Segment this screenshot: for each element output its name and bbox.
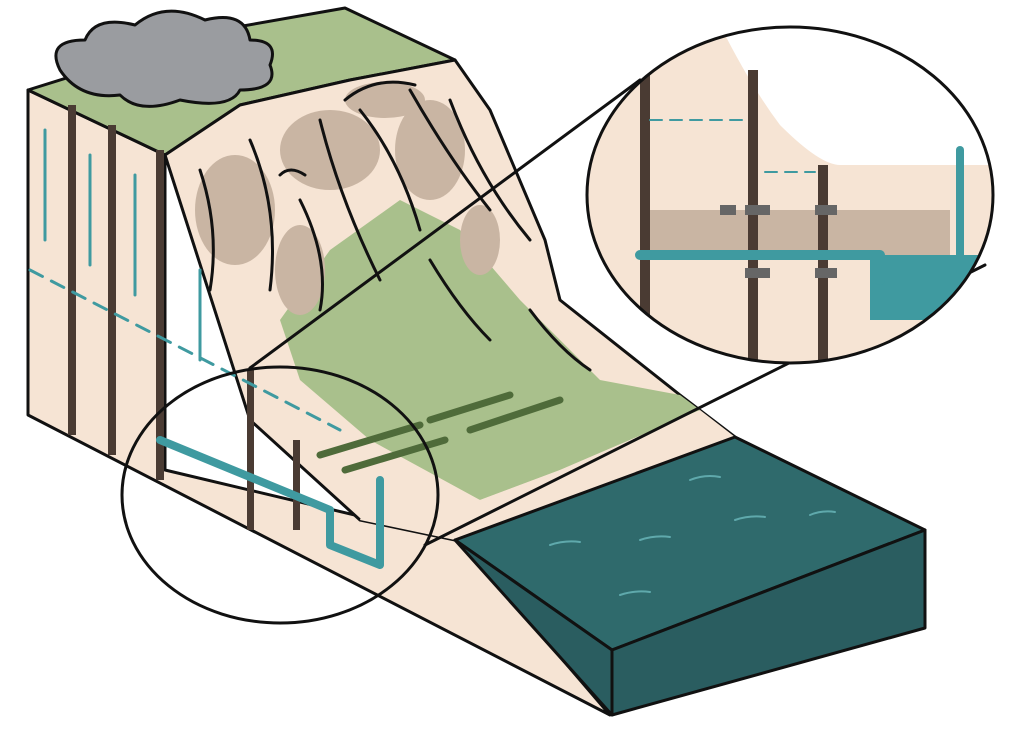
rock-patches [195,82,500,315]
drainage-pipe [156,436,384,569]
support-posts [68,105,300,530]
callout-connector-top [248,78,642,370]
callout-magnified [585,25,995,365]
callout-small [120,365,440,625]
crop-rows [316,391,564,474]
water-side [453,538,614,717]
beach [360,410,735,540]
cloud-icon [54,9,274,108]
water-table-line [28,268,342,432]
vegetation-patch [280,200,700,500]
infiltration-arrows [43,128,202,362]
water-ripples [549,475,836,596]
